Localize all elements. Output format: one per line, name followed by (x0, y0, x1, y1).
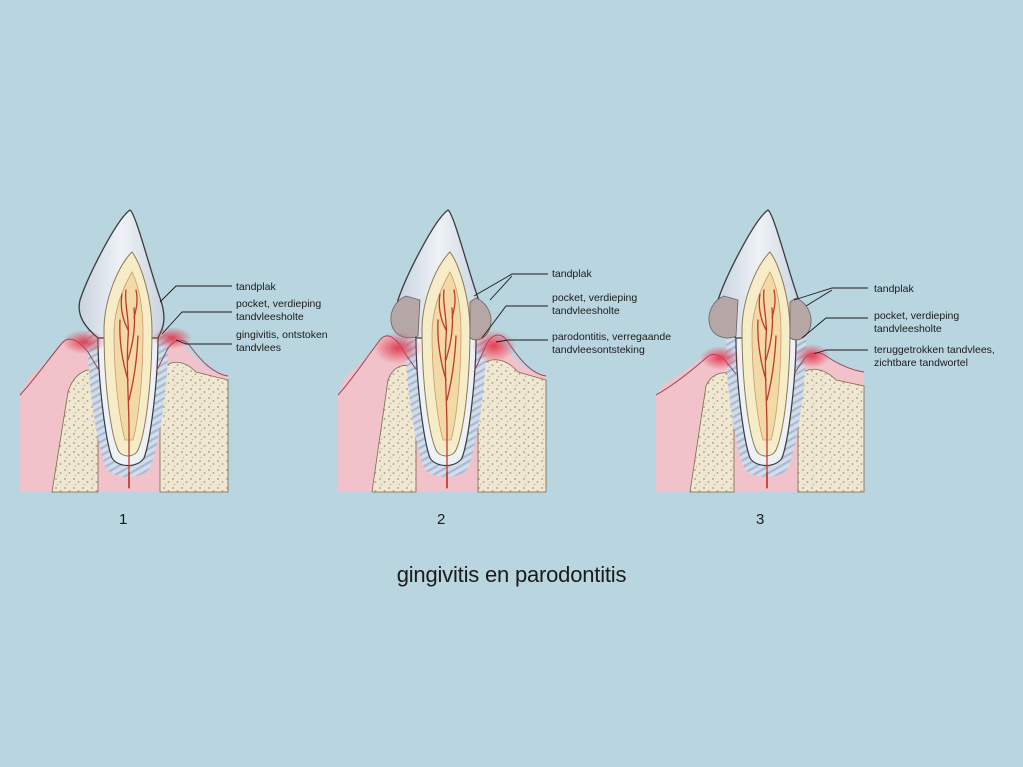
panel-2-label-gum: parodontitis, verregaande (552, 331, 671, 343)
panel-1-label-pocket-2: tandvleesholte (236, 311, 304, 323)
panel-3-label-pocket-2: tandvleesholte (874, 323, 942, 335)
panel-2-label-gum-2: tandvleesontsteking (552, 344, 645, 356)
panel-1-number: 1 (119, 511, 127, 528)
panel-2-number: 2 (437, 511, 445, 528)
panel-2-label-plaque: tandplak (552, 268, 592, 280)
panel-1: tandplak pocket, verdieping tandvleeshol… (19, 209, 328, 528)
panel-3-number: 3 (756, 511, 764, 528)
panel-3-label-plaque: tandplak (874, 283, 914, 295)
panel-3-label-gum-2: zichtbare tandwortel (874, 357, 968, 369)
diagram-caption: gingivitis en parodontitis (396, 562, 627, 587)
panel-1-label-plaque: tandplak (236, 281, 276, 293)
panel-1-label-gum: gingivitis, ontstoken (236, 329, 328, 341)
panel-3-label-gum: teruggetrokken tandvlees, (874, 344, 995, 356)
panel-2-label-pocket: pocket, verdieping (552, 292, 637, 304)
panel-2: tandplak pocket, verdieping tandvleeshol… (337, 209, 671, 528)
panel-2-label-pocket-2: tandvleesholte (552, 305, 620, 317)
panel-3-label-pocket: pocket, verdieping (874, 310, 959, 322)
panel-1-label-pocket: pocket, verdieping (236, 298, 321, 310)
panel-3: tandplak pocket, verdieping tandvleeshol… (655, 209, 995, 528)
panel-1-label-gum-2: tandvlees (236, 342, 281, 354)
